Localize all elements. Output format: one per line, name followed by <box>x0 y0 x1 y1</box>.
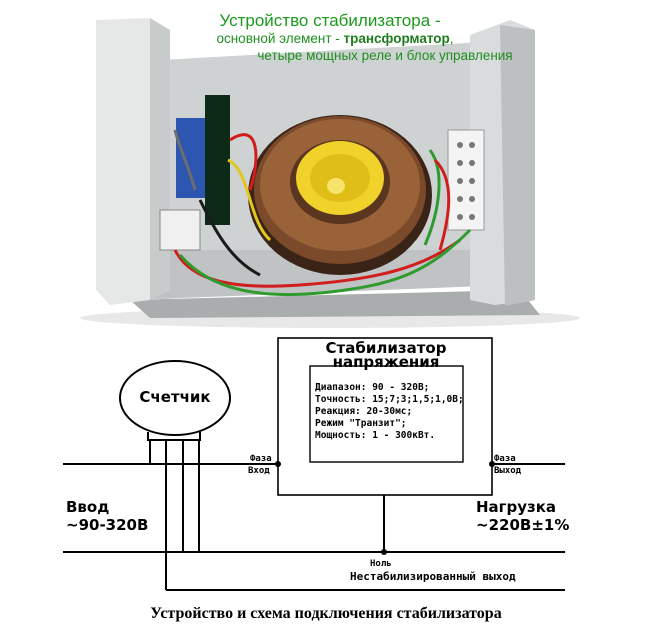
photo-caption-line2-prefix: основной элемент - <box>216 31 344 46</box>
stabilizer-title-1: Стабилизатор <box>326 339 447 357</box>
phase-out-label-2: Выход <box>494 466 522 476</box>
meter-base <box>147 432 201 441</box>
phase-out-label-1: Фаза <box>494 454 516 464</box>
meter-label: Счетчик <box>139 388 210 406</box>
figure-caption: Устройство и схема подключения стабилиза… <box>150 605 502 622</box>
spec-line: Точность: 15;7;3;1,5;1,0В; <box>315 394 464 405</box>
spec-line: Режим "Транзит"; <box>315 418 407 429</box>
photo-caption-line2-suffix: , <box>449 31 454 46</box>
spec-line: Реакция: 20-30мс; <box>315 406 412 417</box>
stabilizer-photo <box>80 18 580 328</box>
input-label: Ввод <box>66 498 109 516</box>
neutral-label: Ноль <box>370 559 392 569</box>
phase-in-label-1: Фаза <box>250 454 272 464</box>
wiring-diagram: Счетчик Стабилизатор напряжения Диапазон… <box>63 337 569 591</box>
input-range: ~90-320В <box>66 516 148 534</box>
photo-caption-highlight: трансформатор <box>343 31 450 46</box>
spec-line: Диапазон: 90 - 320В; <box>315 382 429 393</box>
spec-line: Мощность: 1 - 300кВт. <box>315 430 435 441</box>
load-value: ~220В±1% <box>476 516 569 534</box>
unstable-output-label: Нестабилизированный выход <box>350 570 516 583</box>
photo-caption-title: Устройство стабилизатора - <box>219 11 441 30</box>
photo-caption-line3: четыре мощных реле и блок управления <box>257 48 513 63</box>
phase-in-label-2: Вход <box>248 466 270 476</box>
load-label: Нагрузка <box>476 498 556 516</box>
meter-outline <box>119 360 231 436</box>
photo-caption-line2: основной элемент - трансформатор, <box>95 31 575 46</box>
spec-box <box>309 365 464 463</box>
stabilizer-title-2: напряжения <box>333 353 440 371</box>
